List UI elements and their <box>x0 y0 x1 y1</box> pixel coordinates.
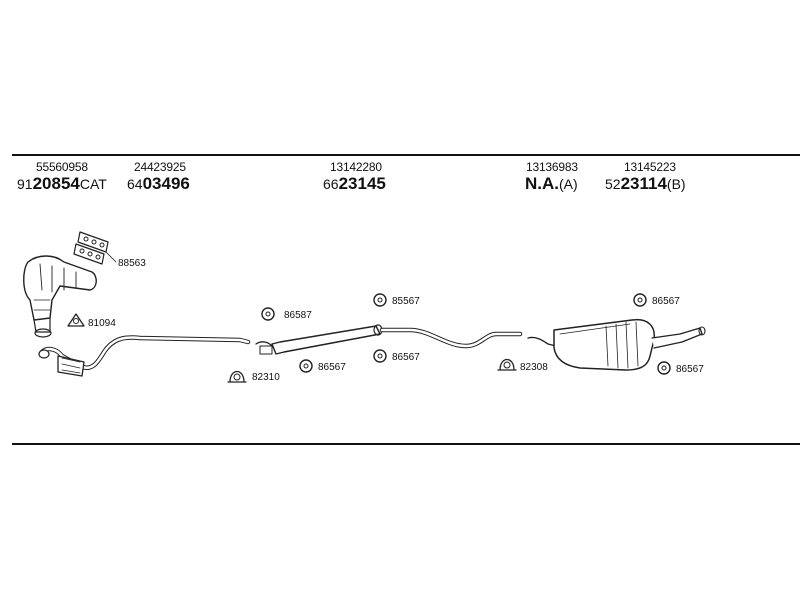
part-4-main: N.A. <box>525 174 559 193</box>
top-rule <box>12 154 800 156</box>
part-3-main: 23145 <box>338 174 386 193</box>
part-1-suffix: CAT <box>79 176 107 192</box>
part-1-prefix: 91 <box>17 176 33 192</box>
label-rubber-mount-2: 85567 <box>392 296 420 307</box>
front-pipe-icon <box>38 335 251 377</box>
part-5-number: 5223114(B) <box>605 174 686 194</box>
flange-gasket-icon <box>67 313 85 327</box>
label-gasket-set: 88563 <box>118 258 146 269</box>
clamp-rear-icon <box>497 358 517 371</box>
label-clamp-front: 82310 <box>252 372 280 383</box>
rubber-mount-icon-3 <box>373 349 387 363</box>
part-3-number: 6623145 <box>323 174 386 194</box>
rubber-mount-icon-5 <box>633 293 647 307</box>
part-4-number: N.A.(A) <box>525 174 578 194</box>
bottom-rule <box>12 443 800 445</box>
part-2-number: 6403496 <box>127 174 190 194</box>
part-2-prefix: 64 <box>127 176 143 192</box>
exhaust-manifold-icon <box>23 255 97 338</box>
rubber-mount-icon-1 <box>261 307 275 321</box>
clamp-front-icon <box>227 370 247 383</box>
rubber-mount-icon-2 <box>373 293 387 307</box>
part-2-main: 03496 <box>142 174 190 193</box>
label-rubber-mount-4: 86567 <box>318 362 346 373</box>
rear-silencer-icon <box>527 318 706 371</box>
label-rubber-mount-1: 86587 <box>284 310 312 321</box>
middle-silencer-icon <box>255 324 523 355</box>
part-4-code: 13136983 <box>526 160 578 174</box>
gasket-set-icon <box>73 231 117 265</box>
part-4-suffix: (A) <box>559 176 578 192</box>
part-3-prefix: 66 <box>323 176 339 192</box>
label-rubber-mount-5: 86567 <box>652 296 680 307</box>
part-5-main: 23114 <box>620 174 667 193</box>
label-flange-gasket: 81094 <box>88 318 116 329</box>
part-1-number: 9120854CAT <box>17 174 107 194</box>
label-clamp-rear: 82308 <box>520 362 548 373</box>
part-1-main: 20854 <box>32 174 80 193</box>
label-rubber-mount-3: 86567 <box>392 352 420 363</box>
part-2-code: 24423925 <box>134 160 186 174</box>
part-3-code: 13142280 <box>330 160 382 174</box>
rubber-mount-icon-6 <box>657 361 671 375</box>
part-1-code: 55560958 <box>36 160 88 174</box>
rubber-mount-icon-4 <box>299 359 313 373</box>
part-5-code: 13145223 <box>624 160 676 174</box>
part-5-suffix: (B) <box>666 176 686 192</box>
part-5-prefix: 52 <box>605 176 621 192</box>
label-rubber-mount-6: 86567 <box>676 364 704 375</box>
